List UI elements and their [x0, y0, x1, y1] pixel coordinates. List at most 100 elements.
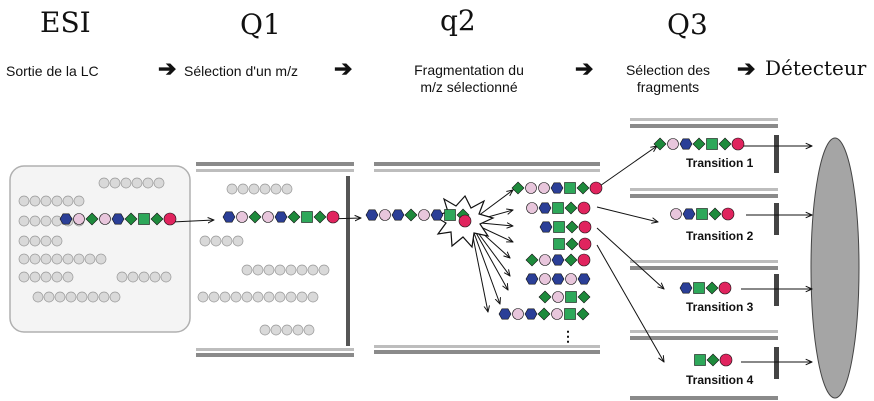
diamond-icon	[565, 220, 579, 234]
pink-circle-icon	[667, 138, 679, 150]
diamond-icon	[705, 281, 719, 295]
stage-q1: Q1	[240, 8, 281, 41]
pink-circle-icon	[526, 202, 538, 214]
gray-molecule-icon	[40, 253, 52, 265]
rail	[630, 194, 778, 198]
gray-molecule-icon	[54, 291, 66, 303]
pink-circle-icon	[262, 211, 274, 223]
diamond-icon	[248, 210, 262, 224]
square-icon	[706, 138, 718, 150]
square-icon	[564, 308, 576, 320]
diamond-icon	[124, 212, 138, 226]
gray-molecule-icon	[248, 183, 260, 195]
gray-molecule-icon	[76, 291, 88, 303]
q3-description-line1: Sélection des	[625, 62, 711, 78]
hexagon-icon	[391, 209, 405, 221]
gray-molecule-icon	[252, 291, 264, 303]
gray-molecule-icon	[18, 235, 30, 247]
diamond-icon	[287, 210, 301, 224]
gray-molecule-icon	[263, 291, 275, 303]
gray-molecule-icon	[285, 264, 297, 276]
hexagon-icon	[551, 254, 565, 266]
gray-molecule-icon	[40, 271, 52, 283]
hexagon-icon	[59, 213, 73, 225]
gray-molecule-icon	[62, 253, 74, 265]
gray-molecule-icon	[292, 324, 304, 336]
gray-molecule-icon	[51, 195, 63, 207]
q1-molecules	[197, 183, 330, 336]
arrow-2-icon: ➔	[334, 56, 353, 81]
gray-molecule-icon	[149, 271, 161, 283]
gray-molecule-icon	[98, 177, 110, 189]
q2-rails	[374, 162, 600, 354]
hexagon-icon	[111, 213, 125, 225]
gray-molecule-icon	[109, 291, 121, 303]
square-icon	[694, 354, 706, 366]
rail	[630, 118, 778, 121]
gray-molecule-icon	[62, 271, 74, 283]
red-circle-icon	[458, 214, 472, 228]
stage-q2: q2	[440, 4, 476, 37]
gray-molecule-icon	[237, 183, 249, 195]
square-icon	[553, 221, 565, 233]
gray-molecule-icon	[270, 183, 282, 195]
pink-circle-icon	[565, 273, 577, 285]
diamond-icon	[653, 137, 667, 151]
pink-circle-icon	[73, 213, 85, 225]
gray-molecule-icon	[131, 177, 143, 189]
arrow	[596, 146, 657, 189]
arrow	[469, 221, 500, 304]
square-icon	[565, 291, 577, 303]
gray-molecule-icon	[51, 235, 63, 247]
detector	[810, 137, 860, 399]
rail	[630, 260, 778, 263]
slit	[774, 135, 779, 173]
gray-molecule-icon	[40, 195, 52, 207]
gray-molecule-icon	[29, 215, 41, 227]
arrows	[171, 146, 812, 362]
gray-molecule-icon	[95, 253, 107, 265]
red-circle-icon	[718, 281, 732, 295]
gray-molecule-icon	[259, 324, 271, 336]
gray-molecule-icon	[127, 271, 139, 283]
gray-molecule-icon	[296, 264, 308, 276]
hexagon-icon	[679, 138, 693, 150]
arrow-4-icon: ➔	[737, 56, 756, 81]
red-circle-icon	[577, 253, 591, 267]
stage-esi: ESI	[40, 6, 91, 39]
gray-molecule-icon	[29, 195, 41, 207]
gray-molecule-icon	[318, 264, 330, 276]
slit	[774, 203, 779, 235]
gray-molecule-icon	[18, 215, 30, 227]
square-icon	[301, 211, 313, 223]
rail	[630, 124, 778, 128]
pink-circle-icon	[670, 208, 682, 220]
gray-molecule-icon	[199, 235, 211, 247]
diamond-icon	[692, 137, 706, 151]
diamond-icon	[404, 208, 418, 222]
gray-molecule-icon	[285, 291, 297, 303]
stage-q3: Q3	[667, 8, 708, 41]
lc-sample-box	[9, 165, 191, 333]
hexagon-icon	[679, 282, 693, 294]
gray-molecule-icon	[219, 291, 231, 303]
pink-circle-icon	[552, 291, 564, 303]
glycan-chains	[59, 137, 745, 367]
arrow	[596, 227, 664, 289]
gray-molecule-icon	[241, 264, 253, 276]
pink-circle-icon	[99, 213, 111, 225]
diamond-icon	[538, 290, 552, 304]
pink-circle-icon	[539, 254, 551, 266]
diamond-icon	[511, 181, 525, 195]
gray-molecule-icon	[29, 271, 41, 283]
gray-molecule-icon	[226, 183, 238, 195]
gray-molecule-icon	[270, 324, 282, 336]
q2-description-line1: Fragmentation du	[414, 62, 524, 78]
hexagon-icon	[539, 221, 553, 233]
gray-molecule-icon	[51, 215, 63, 227]
diamond-icon	[150, 212, 164, 226]
square-icon	[444, 209, 456, 221]
hexagon-icon	[430, 209, 444, 221]
square-icon	[552, 202, 564, 214]
gray-molecule-icon	[296, 291, 308, 303]
